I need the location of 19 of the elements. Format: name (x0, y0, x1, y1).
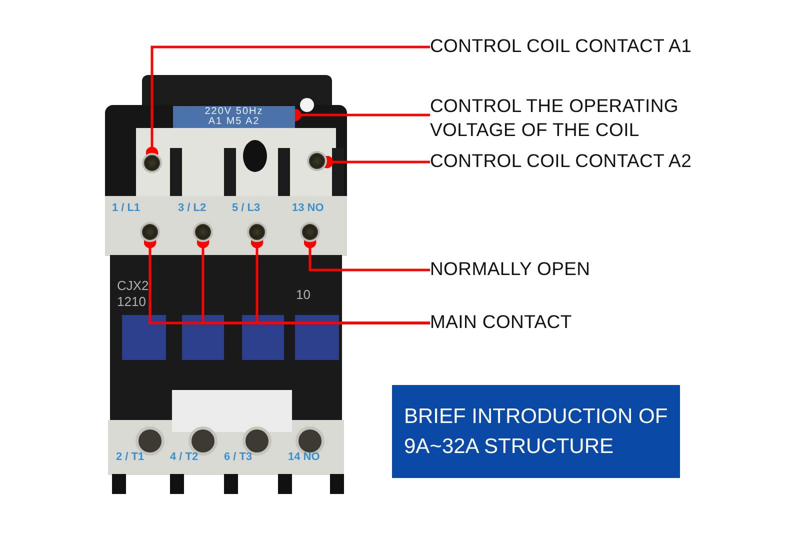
terminal-label: 6 / T3 (224, 451, 252, 463)
terminal-label: 13 NO (292, 202, 324, 214)
callout-text: MAIN CONTACT (430, 310, 760, 336)
model-marking: CJX2 1210 (117, 278, 150, 310)
terminal-label: 2 / T1 (116, 451, 144, 463)
terminal-label: 1 / L1 (112, 202, 140, 214)
rating-marking: 10 (296, 287, 312, 303)
terminal-label: 3 / L2 (178, 202, 206, 214)
callout-text: NORMALLY OPEN (430, 257, 760, 283)
terminal-label: 14 NO (288, 451, 320, 463)
callout-text: CONTROL COIL CONTACT A2 (430, 149, 760, 175)
title-banner (392, 385, 680, 478)
callout-text: CONTROL COIL CONTACT A1 (430, 34, 760, 60)
nameplate (173, 106, 295, 128)
callout-text: CONTROL THE OPERATING VOLTAGE OF THE COIL (430, 94, 760, 144)
banner-text: BRIEF INTRODUCTION OF 9A~32A STRUCTURE (404, 404, 669, 460)
terminal-label: 4 / T2 (170, 451, 198, 463)
terminal-label: 5 / L3 (232, 202, 260, 214)
rating-text: 220V 50Hz A1 M5 A2 (204, 107, 264, 127)
